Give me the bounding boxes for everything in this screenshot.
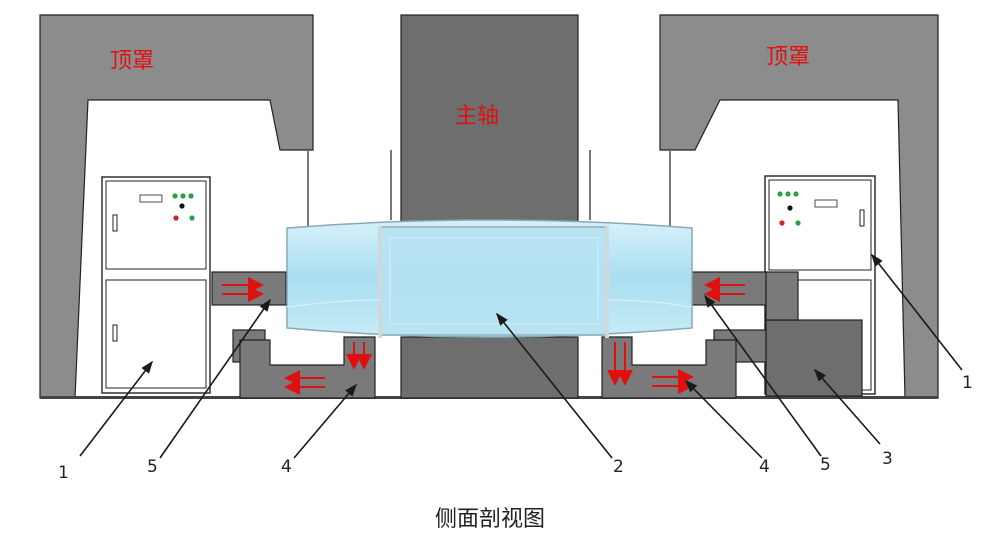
spindle [400, 14, 579, 399]
callout-5-right: 5 [820, 455, 831, 475]
leader-lines [79, 253, 963, 459]
right-unit-box [765, 319, 863, 397]
left-control-cabinet [101, 176, 211, 394]
callout-2: 2 [613, 457, 624, 477]
hood-right-label: 顶罩 [766, 45, 810, 70]
callout-4-right: 4 [759, 457, 770, 477]
spindle-label: 主轴 [455, 104, 499, 129]
glass-enclosure [286, 150, 693, 338]
callout-1-left: 1 [58, 463, 69, 483]
callout-4-left: 4 [281, 457, 292, 477]
right-air-duct [601, 271, 799, 399]
diagram-caption: 侧面剖视图 [435, 507, 545, 532]
hood-left-label: 顶罩 [110, 49, 154, 74]
left-air-duct [211, 271, 376, 399]
callout-5-left: 5 [147, 457, 158, 477]
callout-3: 3 [882, 449, 893, 469]
callout-1-right: 1 [962, 373, 973, 393]
